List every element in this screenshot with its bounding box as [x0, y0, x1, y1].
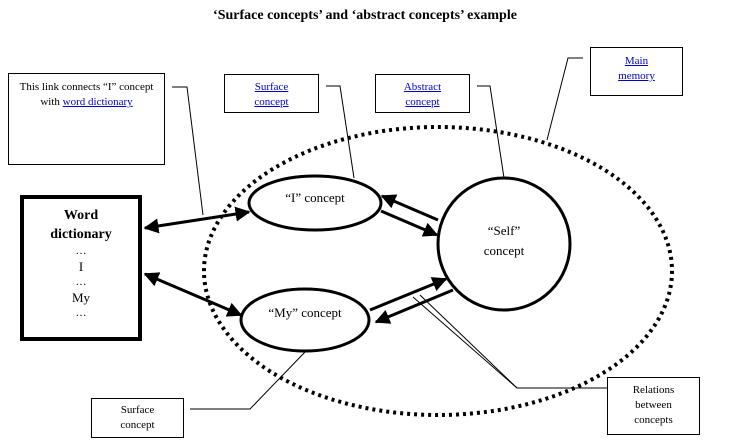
callout-link-note-text: This link connects “I” concept with — [19, 81, 154, 108]
word-dictionary-box: Word dictionary … I … My … — [20, 195, 142, 341]
relation-my-to-self — [369, 277, 448, 312]
main-memory-link[interactable]: Main memory — [618, 55, 655, 82]
dictionary-entry-i: I — [78, 259, 84, 274]
relation-i-to-self — [380, 209, 439, 237]
i-concept-label: “I” concept — [285, 190, 345, 205]
my-concept-node — [239, 287, 371, 353]
callout-main-memory: Main memory — [590, 47, 683, 96]
leader-main-memory — [546, 57, 583, 141]
dictionary-ellipsis: … — [75, 276, 87, 288]
surface-concept-link[interactable]: Surface concept — [254, 81, 289, 108]
main-memory-boundary — [202, 125, 674, 417]
callout-link-note: This link connects “I” concept with word… — [8, 73, 165, 165]
self-concept-label-line2: concept — [483, 243, 525, 258]
leader-relations-b — [412, 296, 518, 389]
my-concept-label: “My” concept — [268, 305, 342, 320]
relation-self-to-i — [380, 194, 439, 222]
dictionary-ellipsis: … — [75, 245, 87, 257]
link-dictionary-my — [143, 272, 243, 317]
self-concept-label-line1: “Self” — [487, 223, 521, 238]
leader-surface-bottom — [190, 351, 306, 410]
callout-surface-top: Surface concept — [224, 74, 319, 113]
callout-relations: Relations between concepts — [607, 377, 700, 435]
link-dictionary-i — [143, 206, 251, 234]
dictionary-ellipsis: … — [75, 307, 87, 319]
leader-abstract — [477, 85, 505, 179]
abstract-concept-link[interactable]: Abstract concept — [403, 81, 442, 108]
dictionary-entry-my: My — [71, 290, 91, 305]
surface-concept-bottom-text: Surface concept — [120, 404, 155, 431]
diagram-title: ‘Surface concepts’ and ‘abstract concept… — [213, 8, 517, 23]
dictionary-title-line2: dictionary — [50, 227, 112, 242]
word-dictionary-link[interactable]: word dictionary — [62, 96, 133, 108]
relation-self-to-my — [374, 288, 454, 324]
callout-surface-bottom: Surface concept — [91, 398, 184, 438]
callout-abstract: Abstract concept — [375, 74, 470, 113]
leader-link-note — [172, 86, 204, 216]
relations-text: Relations between concepts — [632, 384, 675, 426]
leader-surface-top — [326, 85, 355, 179]
dictionary-title-line1: Word — [63, 208, 99, 223]
